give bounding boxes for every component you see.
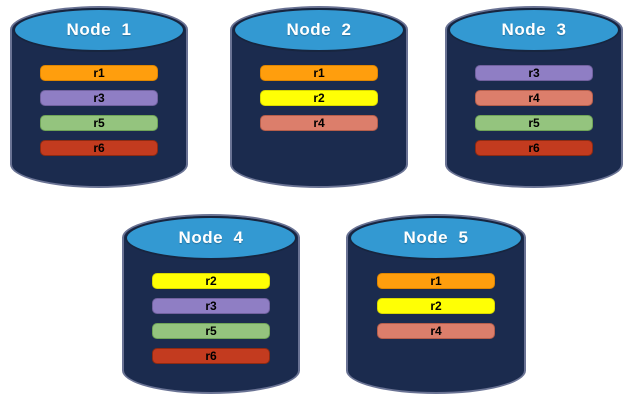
replica-bar-r4: r4 — [260, 115, 378, 131]
replica-bar-r5: r5 — [152, 323, 270, 339]
cylinder-top: Node 1 — [13, 8, 185, 52]
replica-bar-r4: r4 — [475, 90, 593, 106]
node-4-label: Node 4 — [178, 228, 244, 247]
node-2-replica-list: r1 r2 r4 — [230, 65, 408, 131]
node-1-replica-list: r1 r3 r5 r6 — [10, 65, 188, 156]
node-3-replica-list: r3 r4 r5 r6 — [445, 65, 623, 156]
node-1-label: Node 1 — [66, 20, 132, 39]
node-3-label: Node 3 — [501, 20, 567, 39]
replica-bar-r5: r5 — [40, 115, 158, 131]
node-4-cylinder: Node 4 r2 r3 r5 r6 — [122, 214, 300, 394]
node-5-replica-list: r1 r2 r4 — [346, 273, 526, 339]
replica-bar-r2: r2 — [152, 273, 270, 289]
replica-bar-r6: r6 — [152, 348, 270, 364]
node-2-label: Node 2 — [286, 20, 352, 39]
replica-bar-r2: r2 — [260, 90, 378, 106]
replica-bar-r1: r1 — [377, 273, 495, 289]
node-2-cylinder: Node 2 r1 r2 r4 — [230, 6, 408, 188]
replica-bar-r3: r3 — [152, 298, 270, 314]
node-5-cylinder: Node 5 r1 r2 r4 — [346, 214, 526, 394]
replica-bar-r2: r2 — [377, 298, 495, 314]
replica-bar-r4: r4 — [377, 323, 495, 339]
node-1-cylinder: Node 1 r1 r3 r5 r6 — [10, 6, 188, 188]
cylinder-top: Node 4 — [125, 216, 297, 260]
replica-bar-r3: r3 — [40, 90, 158, 106]
node-5-label: Node 5 — [403, 228, 469, 247]
replica-bar-r6: r6 — [475, 140, 593, 156]
replica-bar-r1: r1 — [40, 65, 158, 81]
cylinder-top: Node 3 — [448, 8, 620, 52]
cylinder-top: Node 5 — [349, 216, 523, 260]
replica-bar-r1: r1 — [260, 65, 378, 81]
cylinder-top: Node 2 — [233, 8, 405, 52]
replica-bar-r3: r3 — [475, 65, 593, 81]
node-4-replica-list: r2 r3 r5 r6 — [122, 273, 300, 364]
replica-bar-r6: r6 — [40, 140, 158, 156]
replica-bar-r5: r5 — [475, 115, 593, 131]
node-3-cylinder: Node 3 r3 r4 r5 r6 — [445, 6, 623, 188]
